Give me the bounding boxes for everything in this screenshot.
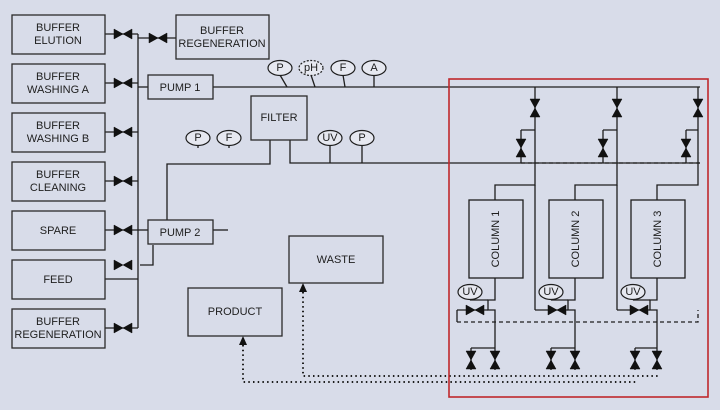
valve-column-3-outlet-icon[interactable] <box>629 304 649 316</box>
box-label: PRODUCT <box>208 306 263 318</box>
box-buffer-regeneration-top[interactable]: BUFFER REGENERATION <box>175 14 270 60</box>
valve-buffer-washing-a-icon[interactable] <box>113 77 133 89</box>
valve-column-2-waste-icon[interactable] <box>569 350 581 370</box>
valve-spare-icon[interactable] <box>113 224 133 236</box>
column-2[interactable]: COLUMN 2 <box>548 199 604 279</box>
box-label-line1: BUFFER <box>36 120 80 132</box>
box-buffer-washing-a[interactable]: BUFFER WASHING A <box>11 63 106 104</box>
pressure-sensor-top: P <box>267 59 293 77</box>
sensor-label: UV <box>625 286 641 298</box>
box-waste[interactable]: WASTE <box>288 235 384 284</box>
uv-sensor-column-3: UV <box>620 283 646 301</box>
flow-sensor-mid: F <box>216 129 242 147</box>
box-label-line1: BUFFER <box>200 25 244 37</box>
box-label-line2: WASHING A <box>27 84 90 96</box>
valve-column-1-inlet-icon[interactable] <box>529 98 541 118</box>
column-section-highlight-frame <box>448 78 709 398</box>
ph-sensor-top: pH <box>298 59 324 77</box>
box-spare[interactable]: SPARE <box>11 210 106 251</box>
valve-buffer-cleaning-icon[interactable] <box>113 175 133 187</box>
box-buffer-elution[interactable]: BUFFER ELUTION <box>11 14 106 55</box>
sensor-label: P <box>358 132 365 144</box>
sensor-label: P <box>276 62 283 74</box>
column-label: COLUMN 3 <box>652 211 664 268</box>
sensor-label: A <box>370 62 378 74</box>
uv-sensor-column-1: UV <box>457 283 483 301</box>
valve-buffer-elution-icon[interactable] <box>113 28 133 40</box>
waste-return-line <box>302 292 658 377</box>
sensor-label: F <box>340 62 347 74</box>
uv-sensor-mid: UV <box>317 129 343 147</box>
column-label: COLUMN 2 <box>570 211 582 268</box>
box-feed[interactable]: FEED <box>11 259 106 300</box>
sensor-label: pH <box>304 62 318 74</box>
sensor-label: UV <box>543 286 559 298</box>
box-label: PUMP 2 <box>160 227 201 239</box>
box-buffer-regeneration-left[interactable]: BUFFER REGENERATION <box>11 308 106 349</box>
box-label-line2: CLEANING <box>30 182 86 194</box>
waste-arrow-icon <box>299 283 307 292</box>
valve-column-3-waste-icon[interactable] <box>651 350 663 370</box>
valve-feed-icon[interactable] <box>113 259 133 271</box>
box-label: WASTE <box>317 254 356 266</box>
box-product[interactable]: PRODUCT <box>187 287 283 337</box>
box-label-line1: BUFFER <box>36 71 80 83</box>
box-pump-1[interactable]: PUMP 1 <box>147 74 214 100</box>
box-pump-2[interactable]: PUMP 2 <box>147 219 214 245</box>
box-buffer-washing-b[interactable]: BUFFER WASHING B <box>11 112 106 153</box>
box-buffer-cleaning[interactable]: BUFFER CLEANING <box>11 161 106 202</box>
valve-column-3-bypass-icon[interactable] <box>680 138 692 158</box>
analyzer-sensor-top: A <box>361 59 387 77</box>
sensor-label: UV <box>462 286 478 298</box>
column-3[interactable]: COLUMN 3 <box>630 199 686 279</box>
box-label-line2: REGENERATION <box>14 329 101 341</box>
product-arrow-icon <box>239 336 247 345</box>
box-label: FEED <box>43 274 72 286</box>
valve-column-1-waste-icon[interactable] <box>489 350 501 370</box>
valve-column-1-bypass-icon[interactable] <box>515 138 527 158</box>
box-label-line2: REGENERATION <box>178 38 265 50</box>
valve-column-2-product-icon[interactable] <box>545 350 557 370</box>
dashed-bypass-lower <box>457 310 699 323</box>
valve-column-1-outlet-icon[interactable] <box>465 304 485 316</box>
valve-buffer-regeneration-left-icon[interactable] <box>113 322 133 334</box>
uv-sensor-column-2: UV <box>538 283 564 301</box>
column-label: COLUMN 1 <box>490 211 502 268</box>
sensor-label: F <box>226 132 233 144</box>
valve-column-2-bypass-icon[interactable] <box>597 138 609 158</box>
box-label-line2: WASHING B <box>27 133 90 145</box>
box-label-line1: BUFFER <box>36 169 80 181</box>
box-label: PUMP 1 <box>160 82 201 94</box>
valve-column-2-inlet-icon[interactable] <box>611 98 623 118</box>
box-label-line2: ELUTION <box>34 35 82 47</box>
box-label-line1: BUFFER <box>36 22 80 34</box>
valve-buffer-regeneration-top-icon[interactable] <box>148 32 168 44</box>
sensor-label: UV <box>322 132 338 144</box>
column-1[interactable]: COLUMN 1 <box>468 199 524 279</box>
valve-buffer-washing-b-icon[interactable] <box>113 126 133 138</box>
valve-column-3-product-icon[interactable] <box>629 350 641 370</box>
valve-column-1-product-icon[interactable] <box>465 350 477 370</box>
flow-sensor-top: F <box>330 59 356 77</box>
pressure-sensor-mid-2: P <box>349 129 375 147</box>
valve-column-3-inlet-icon[interactable] <box>692 98 704 118</box>
box-label-line1: BUFFER <box>36 316 80 328</box>
box-label: FILTER <box>260 112 297 124</box>
box-label: SPARE <box>40 225 76 237</box>
box-filter[interactable]: FILTER <box>250 95 308 141</box>
valve-column-2-outlet-icon[interactable] <box>547 304 567 316</box>
pressure-sensor-mid: P <box>185 129 211 147</box>
sensor-label: P <box>194 132 201 144</box>
